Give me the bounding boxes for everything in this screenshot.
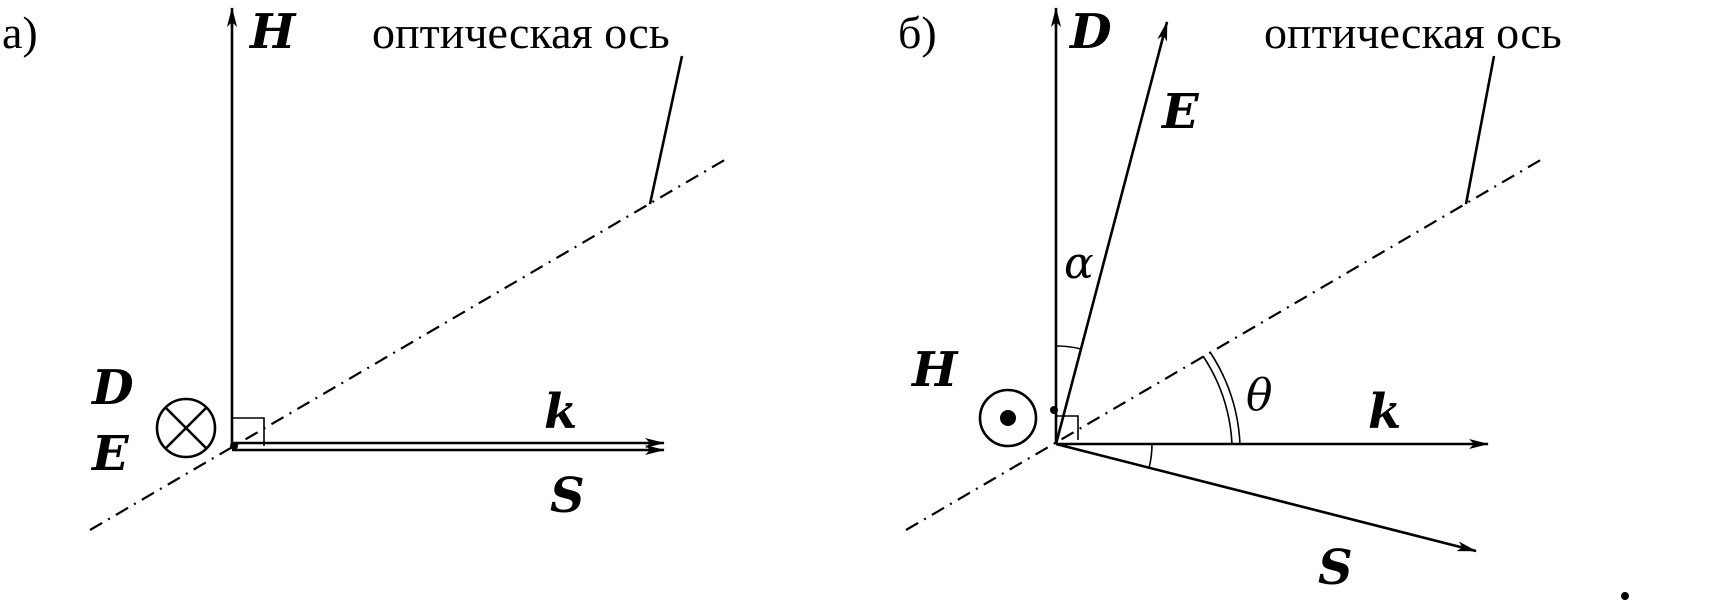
optical-axis-label: оптическая ось — [1264, 7, 1562, 58]
panel-a: а) H оптическая ось k S D E — [2, 4, 729, 531]
alpha-label: α — [1064, 238, 1094, 289]
optical-axis-leader — [1464, 55, 1496, 205]
vector-d-label: D — [1068, 4, 1112, 60]
vector-e-line — [1054, 21, 1169, 445]
out-of-page-icon — [978, 388, 1038, 448]
vector-h-label: H — [910, 342, 959, 398]
theta-arc-inner — [1202, 355, 1233, 445]
vector-s-line — [1055, 442, 1477, 553]
optical-axis-line — [89, 157, 729, 531]
vector-e-label: E — [90, 426, 130, 482]
theta-arc-outer — [1209, 351, 1241, 445]
vector-s-label: S — [1318, 540, 1353, 596]
origin-dot — [1050, 406, 1058, 414]
optical-axis-leader — [648, 55, 684, 205]
origin-dot — [230, 442, 238, 450]
panel-a-label: а) — [2, 7, 38, 58]
optical-axis-label: оптическая ось — [372, 7, 670, 58]
theta-label: θ — [1246, 370, 1273, 421]
right-angle-marker — [232, 417, 265, 446]
trailing-dot — [1621, 592, 1629, 600]
vector-k-label: k — [1368, 384, 1401, 440]
vector-k-label: k — [544, 384, 577, 440]
panel-b: б) D E α оптическая ось k θ S H — [898, 4, 1629, 600]
vector-d-label: D — [90, 360, 134, 416]
vector-s-label: S — [550, 468, 585, 524]
right-angle-marker — [1056, 415, 1079, 440]
into-page-icon — [155, 397, 217, 459]
optical-axis-line — [905, 157, 1545, 531]
s-angle-arc — [1148, 443, 1153, 469]
vector-h-label: H — [248, 4, 297, 60]
alpha-arc — [1055, 345, 1082, 350]
panel-b-label: б) — [898, 7, 937, 58]
vector-e-label: E — [1160, 84, 1200, 140]
